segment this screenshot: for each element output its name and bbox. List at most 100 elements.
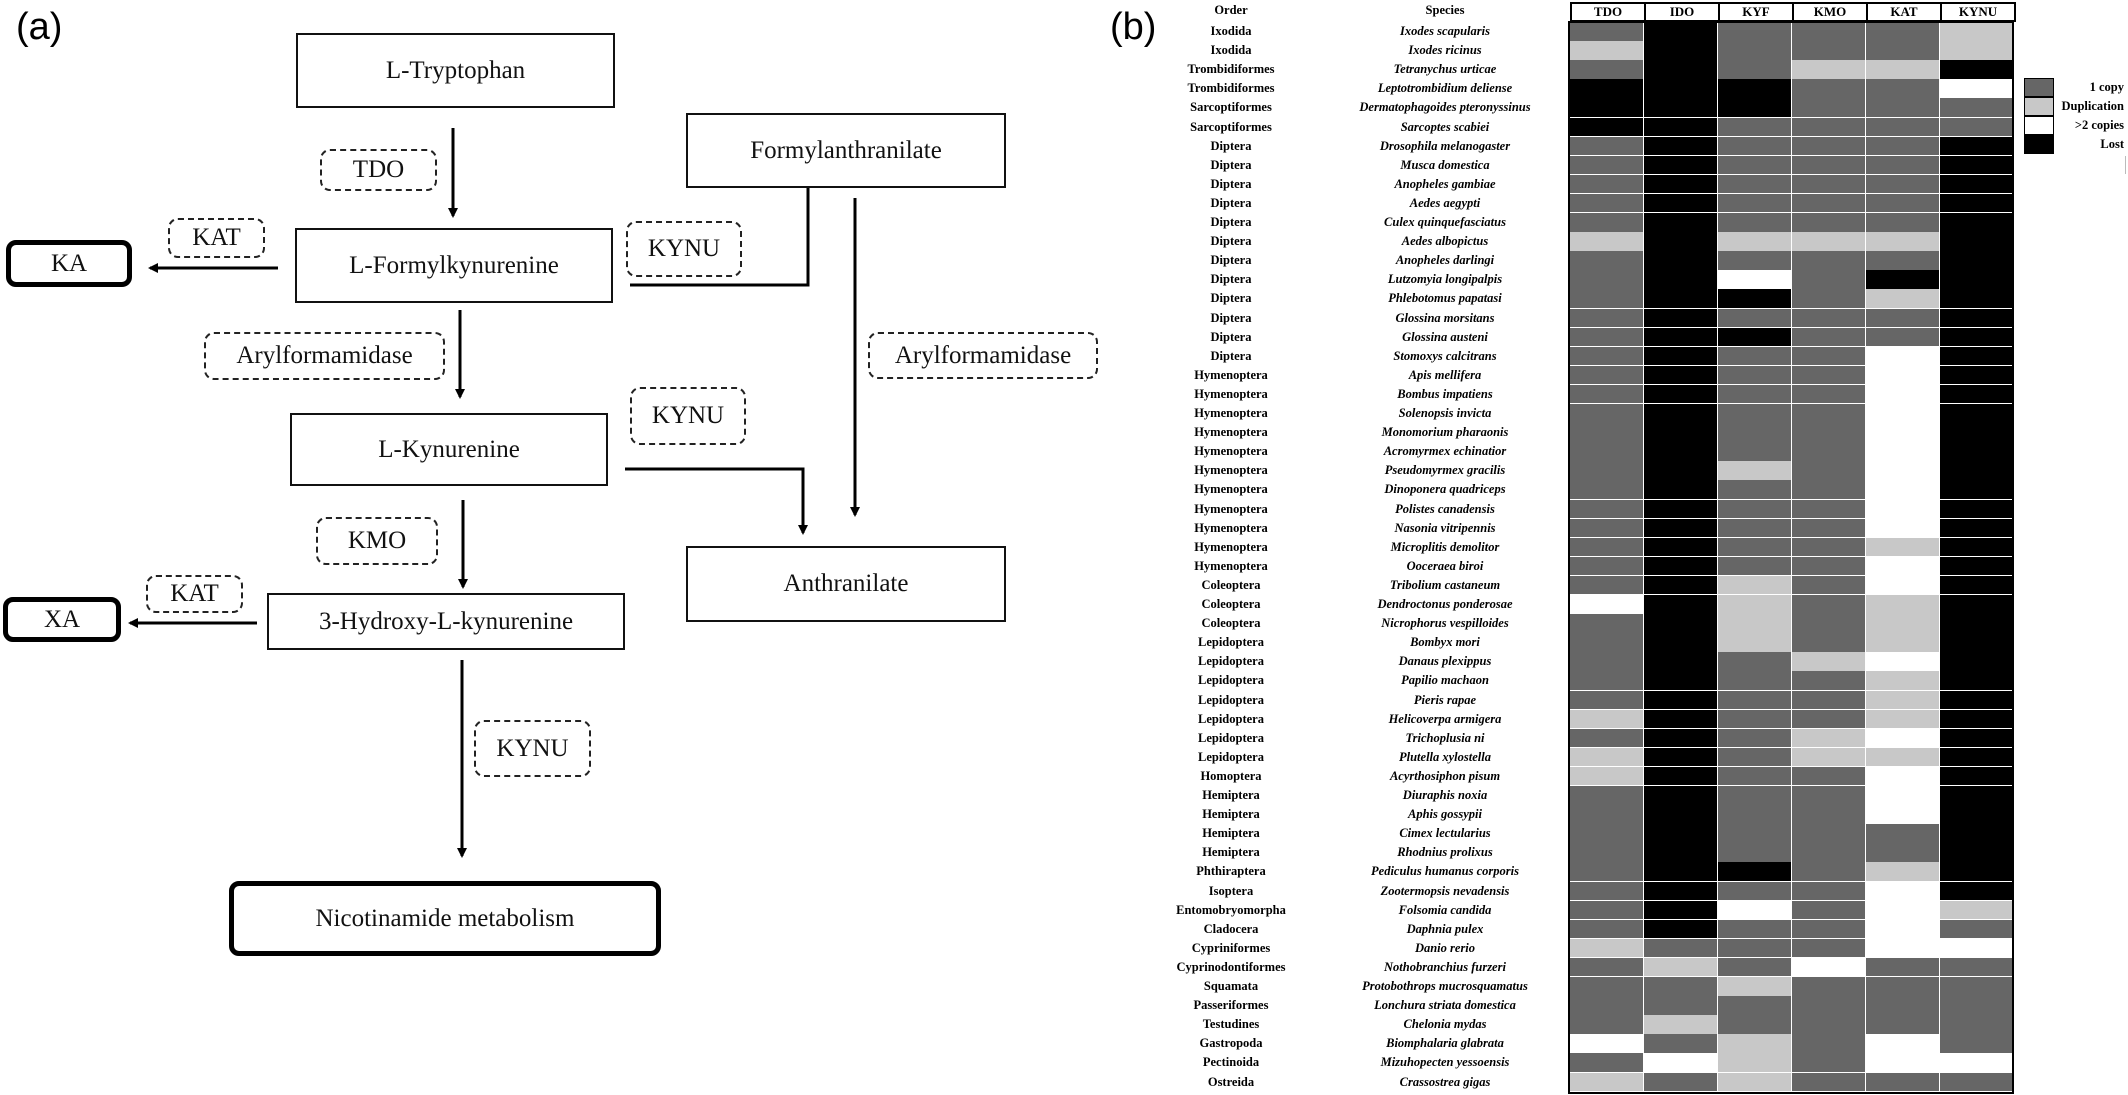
heatmap-cell-kmo — [1792, 709, 1866, 730]
heatmap-cell-kmo — [1792, 423, 1866, 443]
heatmap-cell-kat — [1866, 289, 1940, 309]
legend-swatch — [2024, 135, 2054, 154]
heatmap-cell-kat — [1866, 404, 1940, 424]
heatmap-cell-kynu — [1940, 957, 2014, 978]
heatmap-cell-tdo — [1570, 633, 1644, 653]
row-order: Hemiptera — [1202, 807, 1260, 822]
legend-label: 1 copy — [2089, 80, 2124, 94]
heatmap-cell-kynu — [1940, 900, 2014, 921]
heatmap-cell-kat — [1866, 1053, 1940, 1073]
heatmap-cell-ido — [1644, 957, 1718, 978]
heatmap-cell-kynu — [1940, 690, 2014, 710]
heatmap-cell-kynu — [1940, 556, 2014, 577]
heatmap-cell-kynu — [1940, 938, 2014, 959]
row-order: Diptera — [1210, 272, 1252, 287]
row-species: Sarcoptes scabiei — [1400, 119, 1490, 134]
heatmap-cell-tdo — [1570, 22, 1644, 42]
row-species: Daphnia pulex — [1406, 921, 1484, 936]
heatmap-cell-ido — [1644, 136, 1718, 157]
heatmap-cell-kynu — [1940, 60, 2014, 80]
heatmap-cell-kynu — [1940, 805, 2014, 825]
heatmap-cell-tdo — [1570, 862, 1644, 882]
heatmap-cell-kyf — [1718, 556, 1792, 577]
row-order: Diptera — [1210, 176, 1252, 191]
heatmap-cell-ido — [1644, 98, 1718, 118]
heatmap-cell-tdo — [1570, 251, 1644, 271]
heatmap-cell-tdo — [1570, 174, 1644, 195]
heatmap-cell-kmo — [1792, 117, 1866, 137]
heatmap-cell-kynu — [1940, 98, 2014, 118]
heatmap-cell-kat — [1866, 556, 1940, 577]
gene-header-kynu: KYNU — [1940, 2, 2016, 22]
heatmap-cell-kynu — [1940, 652, 2014, 672]
heatmap-cell-ido — [1644, 881, 1718, 901]
row-order: Coleoptera — [1201, 577, 1261, 592]
heatmap-cell-ido — [1644, 996, 1718, 1016]
row-order: Ixodida — [1210, 43, 1252, 58]
heatmap-cell-kynu — [1940, 786, 2014, 806]
row-species: Musca domestica — [1400, 157, 1490, 172]
heatmap-cell-kyf — [1718, 117, 1792, 137]
heatmap-cell-ido — [1644, 843, 1718, 863]
row-order: Hymenoptera — [1194, 367, 1268, 382]
heatmap-cell-kynu — [1940, 977, 2014, 997]
node-anthranilate: Anthranilate — [686, 546, 1006, 622]
heatmap-cell-tdo — [1570, 1034, 1644, 1054]
heatmap-cell-kynu — [1940, 442, 2014, 462]
heatmap-cell-tdo — [1570, 957, 1644, 978]
heatmap-cell-kyf — [1718, 365, 1792, 386]
node-ka: KA — [6, 240, 132, 287]
heatmap-cell-ido — [1644, 805, 1718, 825]
heatmap-cell-kynu — [1940, 117, 2014, 137]
heatmap-cell-kynu — [1940, 728, 2014, 749]
heatmap-cell-kmo — [1792, 480, 1866, 500]
row-order: Cyprinodontiformes — [1176, 959, 1286, 974]
heatmap-cell-kyf — [1718, 193, 1792, 214]
heatmap-cell-kyf — [1718, 709, 1792, 730]
heatmap-cell-kyf — [1718, 22, 1792, 42]
heatmap-cell-kynu — [1940, 365, 2014, 386]
heatmap-cell-ido — [1644, 900, 1718, 921]
node-l-tryptophan: L-Tryptophan — [296, 33, 615, 108]
heatmap-cell-kmo — [1792, 919, 1866, 940]
heatmap-cell-kynu — [1940, 862, 2014, 882]
heatmap-cell-tdo — [1570, 843, 1644, 863]
row-order: Lepidoptera — [1198, 673, 1264, 688]
heatmap-cell-ido — [1644, 60, 1718, 80]
heatmap-cell-kyf — [1718, 346, 1792, 367]
row-order: Gastropoda — [1199, 1036, 1263, 1051]
heatmap-cell-ido — [1644, 556, 1718, 577]
heatmap-cell-kmo — [1792, 1053, 1866, 1073]
heatmap-cell-kynu — [1940, 843, 2014, 863]
heatmap-cell-ido — [1644, 614, 1718, 634]
row-species: Mizuhopecten yessoensis — [1380, 1055, 1510, 1070]
row-species: Tribolium castaneum — [1389, 577, 1501, 592]
enzyme-arylformamidase-2: Arylformamidase — [868, 332, 1098, 379]
row-order: Diptera — [1210, 138, 1252, 153]
heatmap-cell-ido — [1644, 709, 1718, 730]
row-species: Bombyx mori — [1410, 635, 1480, 650]
row-order: Coleoptera — [1201, 616, 1261, 631]
heatmap-cell-kmo — [1792, 1034, 1866, 1054]
row-order: Hemiptera — [1202, 845, 1260, 860]
heatmap-cell-kmo — [1792, 595, 1866, 615]
heatmap-cell-kat — [1866, 174, 1940, 195]
heatmap-cell-ido — [1644, 747, 1718, 768]
heatmap-cell-kynu — [1940, 232, 2014, 252]
heatmap-cell-kynu — [1940, 499, 2014, 519]
heatmap-cell-kynu — [1940, 174, 2014, 195]
heatmap-cell-kyf — [1718, 1053, 1792, 1073]
heatmap-cell-kynu — [1940, 480, 2014, 500]
heatmap-cell-kat — [1866, 251, 1940, 271]
heatmap-cell-ido — [1644, 79, 1718, 99]
heatmap-cell-kmo — [1792, 575, 1866, 596]
row-species: Lutzomyia longipalpis — [1387, 272, 1503, 287]
heatmap-cell-ido — [1644, 671, 1718, 691]
heatmap-cell-kmo — [1792, 786, 1866, 806]
heatmap-cell-kat — [1866, 518, 1940, 539]
heatmap-cell-ido — [1644, 384, 1718, 405]
row-species: Cimex lectularius — [1399, 826, 1491, 841]
gene-header-tdo: TDO — [1570, 2, 1646, 22]
heatmap-cell-kat — [1866, 766, 1940, 787]
row-order: Cypriniformes — [1191, 940, 1271, 955]
